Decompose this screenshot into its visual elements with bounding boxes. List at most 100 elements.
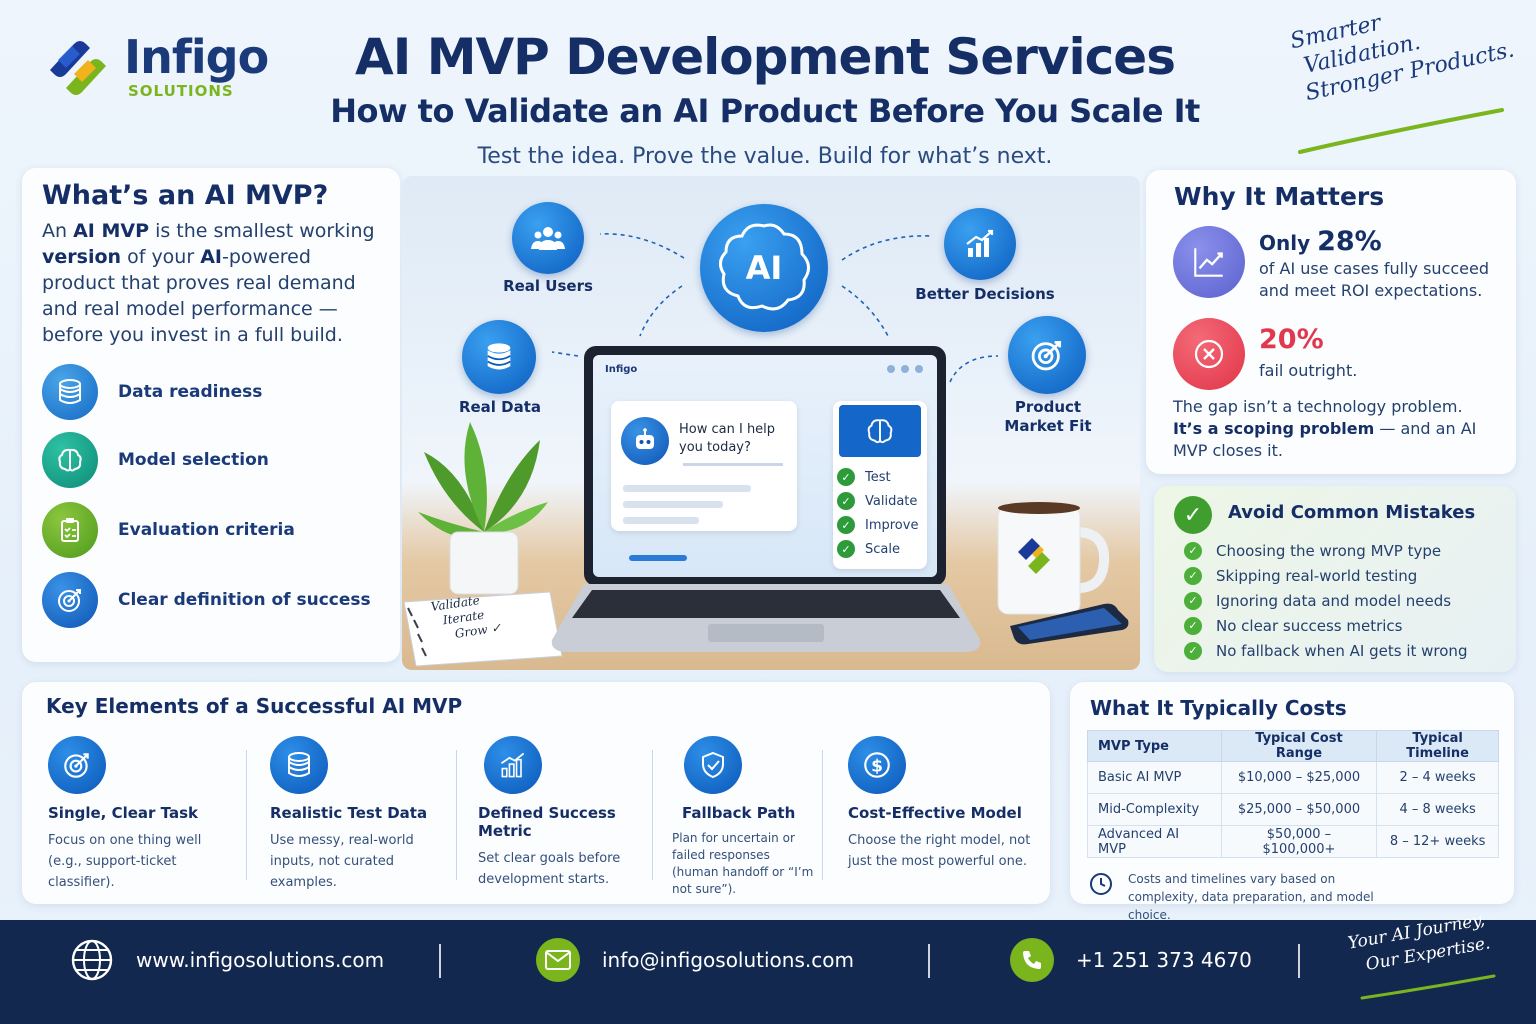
clipboard-icon [42, 502, 98, 558]
key-item-title: Fallback Path [682, 804, 796, 822]
brand-sub: SOLUTIONS [128, 82, 234, 100]
page-title: AI MVP Development Services [355, 28, 1176, 86]
what-body-part: of your [121, 246, 201, 268]
table-cell: 4 – 8 weeks [1376, 793, 1499, 826]
key-item-title: Defined Success Metric [478, 804, 616, 840]
avoid-item-label: Skipping real-world testing [1216, 566, 1418, 585]
brand-name: Infigo [124, 30, 269, 84]
screen-check-label: Scale [865, 541, 900, 557]
table-cell: 8 – 12+ weeks [1376, 825, 1499, 858]
gap-bold: It’s a scoping problem [1173, 419, 1375, 438]
x-circle-icon [1173, 318, 1245, 390]
brain-icon [839, 405, 921, 457]
check-circle-icon: ✓ [1174, 496, 1212, 534]
footer-email-text[interactable]: info@infigosolutions.com [602, 948, 854, 972]
table-cell: $10,000 – $25,000 [1220, 761, 1378, 794]
real-users-node [512, 202, 584, 274]
cost-table: MVP Type Typical Cost Range Typical Time… [1087, 730, 1499, 858]
stat-20-text: fail outright. [1259, 361, 1358, 380]
ai-center-label: AI [745, 249, 783, 287]
feature-label: Clear definition of success [118, 590, 371, 610]
avoid-item-label: No fallback when AI gets it wrong [1216, 641, 1468, 660]
what-heading: What’s an AI MVP? [42, 180, 329, 211]
key-item-single-task: Single, Clear Task Focus on one thing we… [48, 736, 234, 893]
check-icon: ✓ [1184, 641, 1202, 660]
column-header: Typical Cost Range [1220, 730, 1378, 762]
why-heading: Why It Matters [1174, 182, 1385, 211]
avoid-list: ✓Choosing the wrong MVP type ✓Skipping r… [1184, 538, 1467, 663]
real-data-node [462, 320, 536, 394]
check-icon: ✓ [1184, 616, 1202, 635]
avoid-item: ✓Skipping real-world testing [1184, 563, 1467, 588]
laptop-screen: Infigo How can I help you today? ✓Test ✓… [584, 346, 946, 586]
database-icon [270, 736, 328, 794]
phone-illustration [1010, 603, 1129, 645]
key-item-success-metric: Defined Success Metric Set clear goals b… [478, 736, 646, 890]
page-tagline: Test the idea. Prove the value. Build fo… [477, 144, 1053, 169]
avoid-card [1154, 486, 1516, 672]
table-cell: Basic AI MVP [1087, 761, 1222, 794]
key-divider [246, 750, 247, 880]
table-row: Mid-Complexity $25,000 – $50,000 4 – 8 w… [1087, 793, 1499, 826]
screen-check-item: ✓Improve [837, 513, 927, 537]
window-controls [887, 365, 923, 373]
brain-icon [42, 432, 98, 488]
gap-rest: — and an AI MVP closes it. [1173, 419, 1477, 460]
database-icon [487, 343, 511, 370]
screen-check-label: Validate [865, 493, 918, 509]
key-divider [456, 750, 457, 880]
footer-email[interactable]: info@infigosolutions.com [536, 938, 854, 982]
avoid-item-label: Choosing the wrong MVP type [1216, 541, 1442, 560]
what-body-bold: AI MVP [73, 220, 150, 242]
screen-check-item: ✓Test [837, 465, 927, 489]
footer-website[interactable]: www.infigosolutions.com [70, 938, 384, 982]
database-icon [42, 364, 98, 420]
column-header: Typical Timeline [1376, 730, 1499, 762]
target-icon [48, 736, 106, 794]
feature-label: Data readiness [118, 382, 263, 402]
real-data-label: Real Data [458, 398, 542, 416]
notepad-illustration [403, 591, 563, 667]
feature-label: Model selection [118, 450, 269, 470]
screen-checklist: ✓Test ✓Validate ✓Improve ✓Scale [837, 465, 927, 561]
footer-divider [1298, 944, 1300, 978]
what-body-part: is the smallest working [149, 220, 375, 242]
robot-icon [621, 417, 669, 465]
target-icon [1031, 340, 1062, 371]
what-body-part: -powered product that proves real demand… [42, 246, 356, 346]
gap-line-2: It’s a scoping problem — and an AI MVP c… [1173, 418, 1503, 462]
screen-check-item: ✓Validate [837, 489, 927, 513]
key-item-title: Realistic Test Data [270, 804, 428, 822]
stat-28-value: 28% [1317, 226, 1382, 257]
globe-icon [70, 938, 114, 982]
check-icon: ✓ [1184, 591, 1202, 610]
laptop-display: Infigo How can I help you today? ✓Test ✓… [593, 355, 937, 577]
feature-model-selection: Model selection [42, 432, 269, 488]
ai-center-node: AI [700, 204, 828, 332]
page-subtitle: How to Validate an AI Product Before You… [330, 92, 1200, 130]
gap-line-1: The gap isn’t a technology problem. [1173, 397, 1463, 416]
plant-illustration [418, 422, 548, 595]
footer-phone-text[interactable]: +1 251 373 4670 [1076, 948, 1252, 972]
footer-divider [928, 944, 930, 978]
key-item-fallback-path: Fallback Path Plan for uncertain or fail… [672, 736, 818, 898]
key-heading: Key Elements of a Successful AI MVP [46, 694, 463, 718]
checklist-card: ✓Test ✓Validate ✓Improve ✓Scale [833, 401, 927, 569]
screen-check-label: Improve [865, 517, 919, 533]
footer-phone[interactable]: +1 251 373 4670 [1010, 938, 1252, 982]
avoid-heading: Avoid Common Mistakes [1228, 502, 1476, 523]
header-slogan: Smarter Validation. Stronger Products. [1282, 0, 1524, 109]
cost-heading: What It Typically Costs [1090, 696, 1347, 720]
column-header: MVP Type [1087, 730, 1222, 762]
cost-table-header: MVP Type Typical Cost Range Typical Time… [1087, 730, 1499, 762]
key-item-cost-model: $ Cost-Effective Model Choose the right … [848, 736, 1044, 872]
diagram-connectors [551, 233, 999, 383]
mail-icon [536, 938, 580, 982]
feature-data-readiness: Data readiness [42, 364, 262, 420]
footer-website-text[interactable]: www.infigosolutions.com [136, 948, 385, 972]
better-decisions-node [944, 208, 1016, 280]
trend-icon [1173, 226, 1245, 298]
key-item-desc: Plan for uncertain or failed responses (… [672, 831, 814, 896]
key-divider [822, 750, 823, 880]
dollar-icon: $ [848, 736, 906, 794]
